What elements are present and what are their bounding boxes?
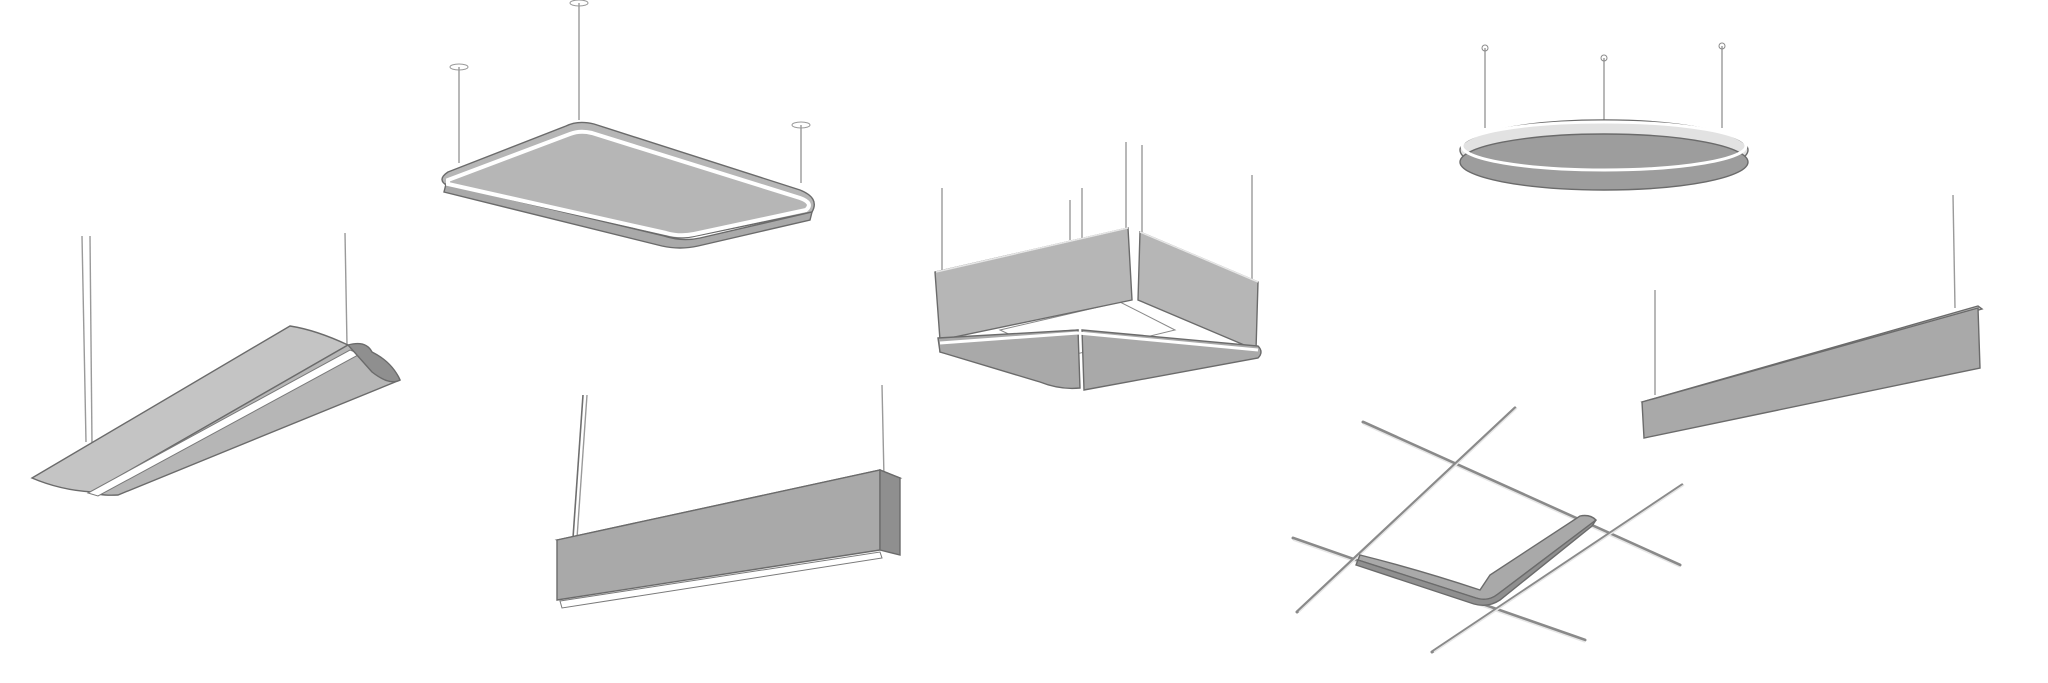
- ring-pendant: [1459, 42, 1749, 191]
- end-cap: [346, 342, 401, 383]
- felt-end-face: [879, 468, 901, 556]
- suspension-wire: [881, 384, 885, 479]
- led-ring: [1460, 120, 1748, 172]
- folded-felt-baffle: [1357, 514, 1598, 601]
- ceiling-grid-rod: [1295, 406, 1517, 614]
- wire-gripper: [1481, 44, 1489, 52]
- rounded-rectangle-pendant: [441, 0, 815, 249]
- folded-felt-baffle-edge: [1355, 519, 1597, 607]
- suspension-wire: [1952, 194, 1956, 309]
- suspension-wire: [81, 235, 87, 443]
- wire-gripper: [1600, 54, 1608, 62]
- wire-gripper: [1718, 42, 1726, 50]
- led-strip: [559, 551, 883, 609]
- ceiling-grid-baffle: [1291, 406, 1685, 654]
- panel-edge-highlight: [1139, 231, 1259, 283]
- ceiling-grid-rod-highlight: [1298, 407, 1518, 613]
- ceiling-grid-rod: [1430, 483, 1684, 654]
- felt-panel-front-left-lower: [937, 329, 1081, 390]
- led-edge: [939, 331, 1259, 352]
- linear-box-pendant: [554, 384, 903, 609]
- linear-wing-pendant: [30, 232, 401, 497]
- ceiling-grid-rod: [1361, 420, 1682, 567]
- felt-disc-underside: [1459, 133, 1749, 191]
- linear-panel-pendant: [1640, 194, 1984, 439]
- ceiling-grid-rod-highlight: [1362, 423, 1681, 568]
- felt-side: [443, 183, 813, 249]
- ceiling-grid-rod-highlight: [1433, 484, 1685, 653]
- square-baffle-pendant: [934, 142, 1262, 391]
- led-ring: [446, 129, 811, 238]
- felt-front-face: [1641, 307, 1981, 439]
- suspension-wire: [89, 235, 93, 446]
- suspension-rod: [572, 394, 584, 539]
- panel-edge-highlight: [935, 227, 1129, 273]
- suspension-rod: [576, 394, 588, 539]
- suspension-wire: [344, 232, 348, 346]
